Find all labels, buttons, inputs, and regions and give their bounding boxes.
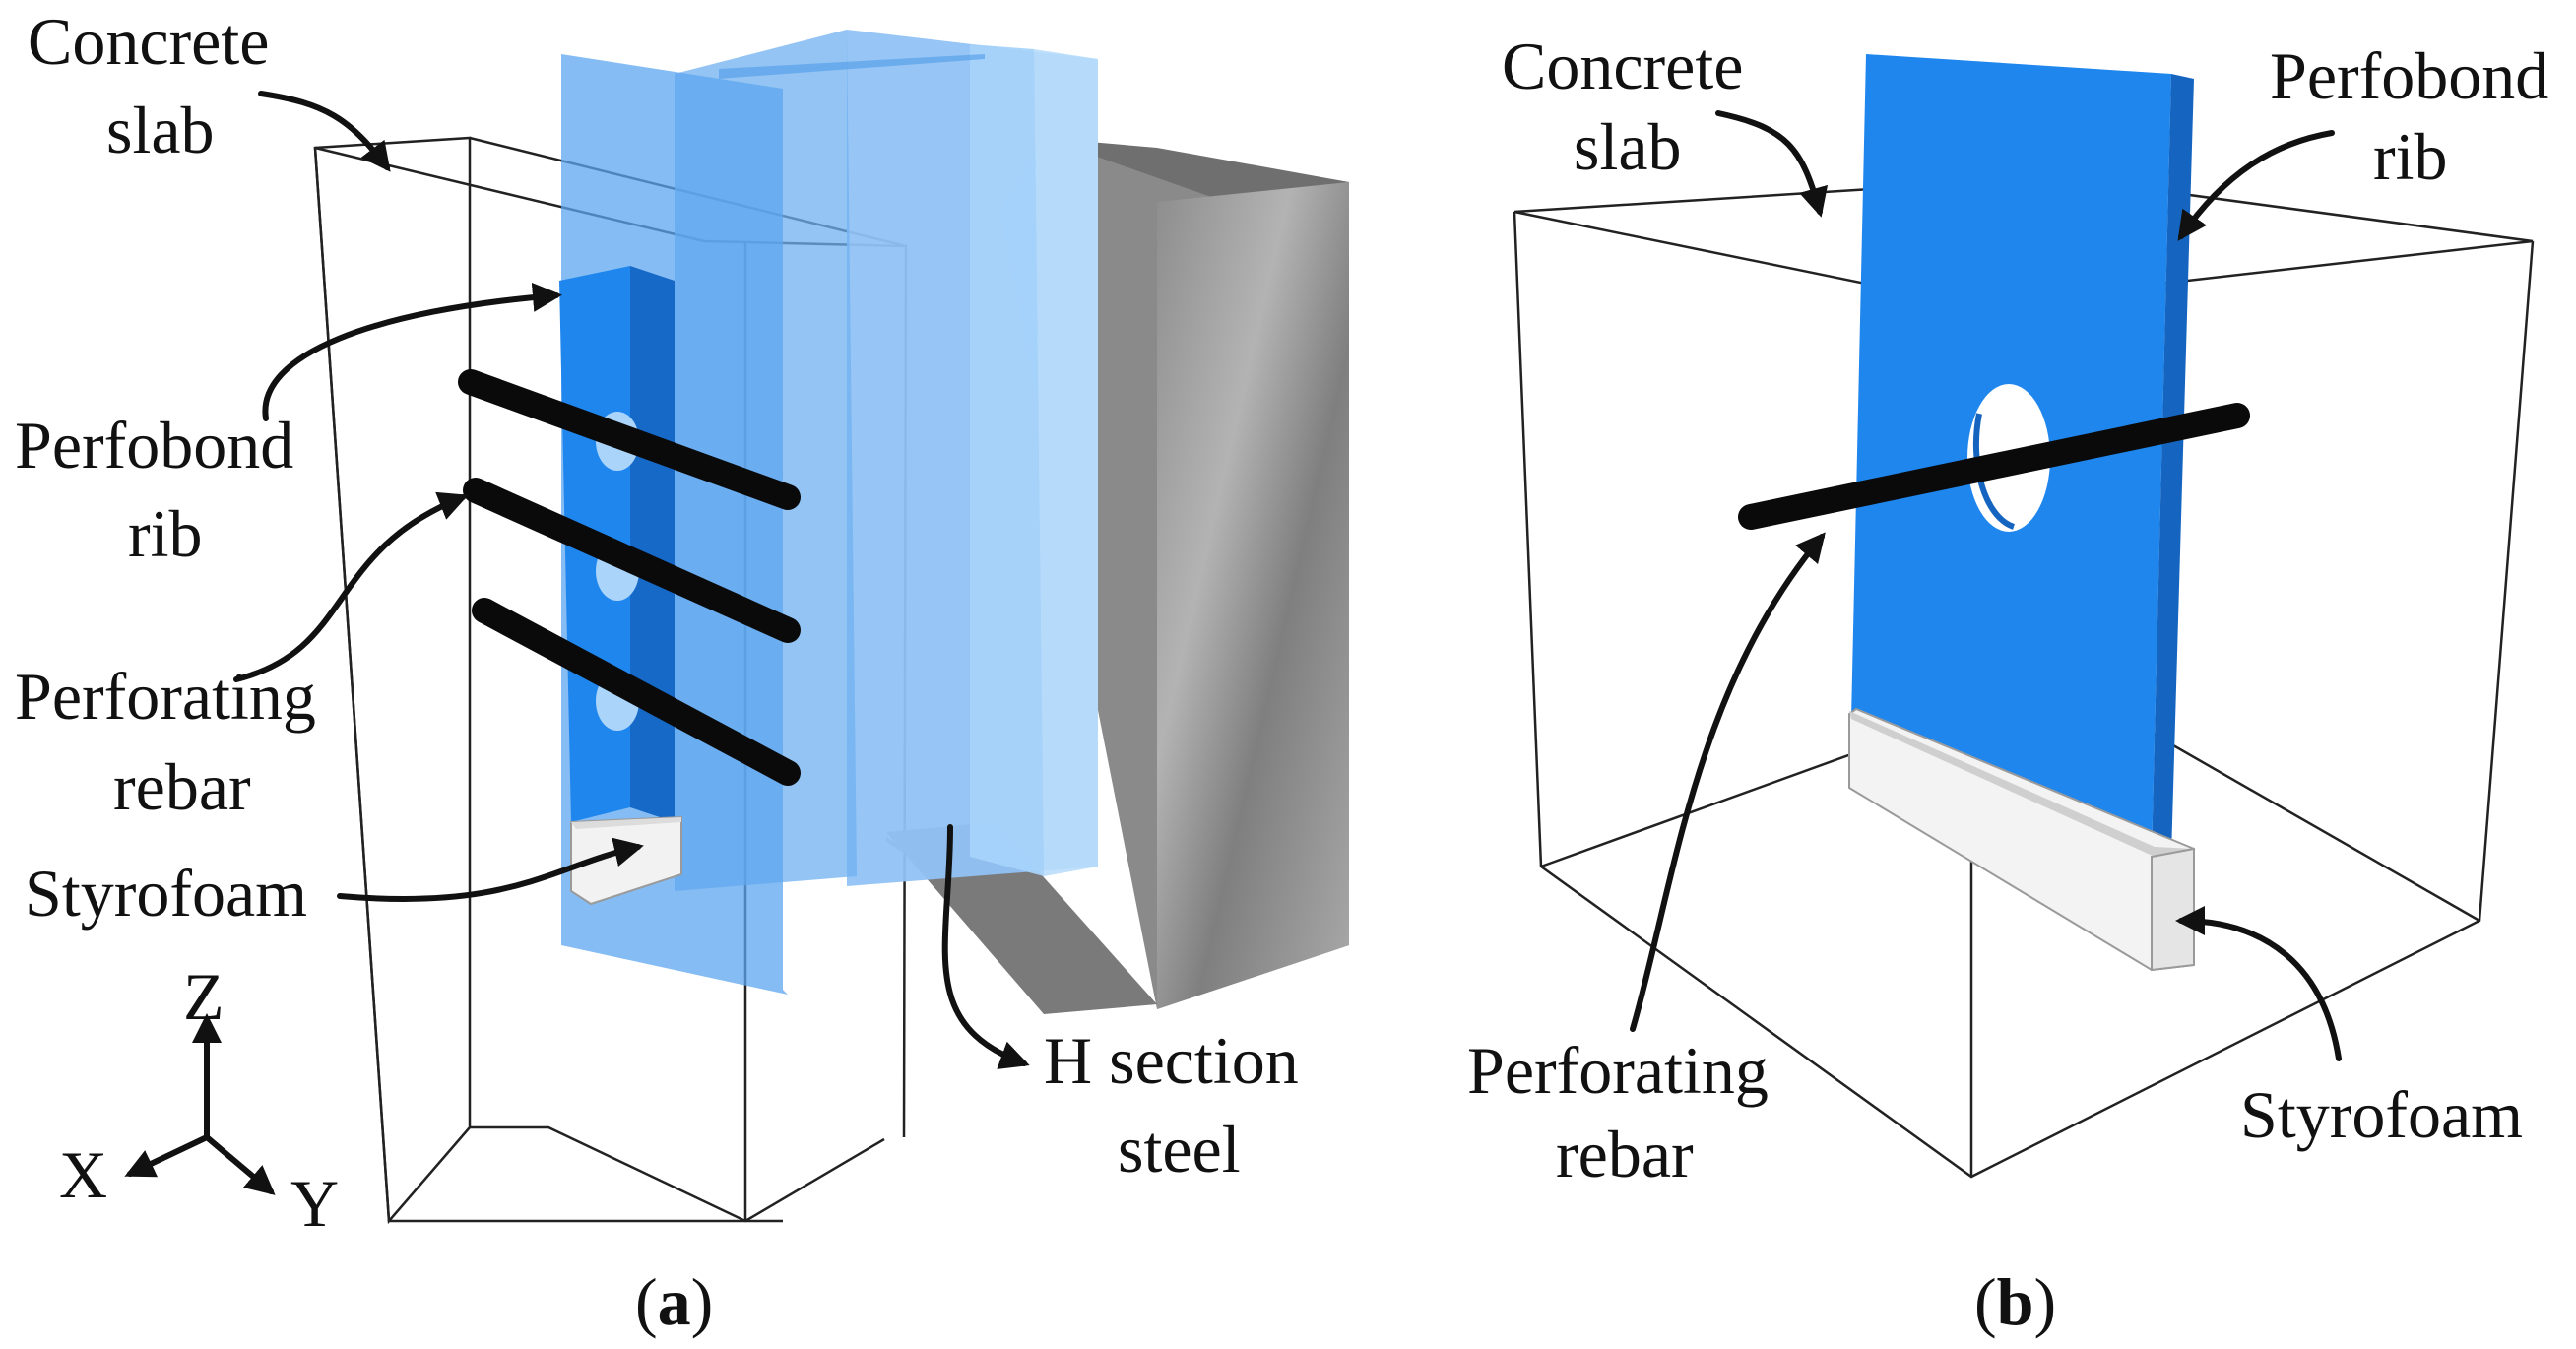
- label-perforating-rebar-a-1: Perforating: [15, 659, 316, 734]
- caption-b: (b): [1974, 1264, 2056, 1339]
- rebar-a-1: [458, 369, 801, 510]
- caption-a: (a): [635, 1264, 713, 1339]
- label-perfobond-rib-b-2: rib: [2373, 119, 2448, 194]
- perforating-rebar-b: [1738, 403, 2250, 530]
- label-perfobond-rib-b-1: Perfobond: [2270, 38, 2548, 113]
- label-styrofoam-b: Styrofoam: [2240, 1077, 2523, 1152]
- label-perforating-rebar-b-1: Perforating: [1467, 1033, 1769, 1108]
- label-perforating-rebar-a-2: rebar: [113, 749, 251, 824]
- label-perforating-rebar-b-2: rebar: [1556, 1117, 1694, 1191]
- label-concrete-slab-b-2: slab: [1574, 109, 1682, 184]
- axis-x-label: X: [59, 1137, 107, 1212]
- label-perfobond-rib-a-1: Perfobond: [15, 408, 293, 482]
- leader-arrows-b: [1630, 110, 2342, 1061]
- label-h-section-a-2: steel: [1118, 1112, 1241, 1187]
- label-styrofoam-a: Styrofoam: [25, 856, 307, 931]
- rebar-a-3: [472, 598, 801, 786]
- rebar-b: [1738, 403, 2250, 530]
- panel-b: Concrete slab Perfobond rib Perforating …: [1467, 29, 2548, 1339]
- label-h-section-a-1: H section: [1044, 1023, 1299, 1098]
- perforating-rebars-a: [458, 369, 801, 786]
- panel-a: Z X Y Concrete slab Perfobond rib Perfor…: [15, 4, 1349, 1339]
- axis-y-label: Y: [290, 1166, 339, 1241]
- styrofoam-b: [1848, 707, 2195, 972]
- axis-triad: Z X Y: [59, 959, 339, 1241]
- rebar-a-2: [463, 478, 801, 643]
- leader-arrows-a: [233, 91, 1030, 1069]
- axis-z-label: Z: [183, 959, 225, 1034]
- label-perfobond-rib-a-2: rib: [128, 496, 203, 571]
- label-concrete-slab-b-1: Concrete: [1502, 29, 1743, 103]
- label-concrete-slab-a-2: slab: [106, 93, 215, 167]
- label-concrete-slab-a-1: Concrete: [28, 4, 269, 79]
